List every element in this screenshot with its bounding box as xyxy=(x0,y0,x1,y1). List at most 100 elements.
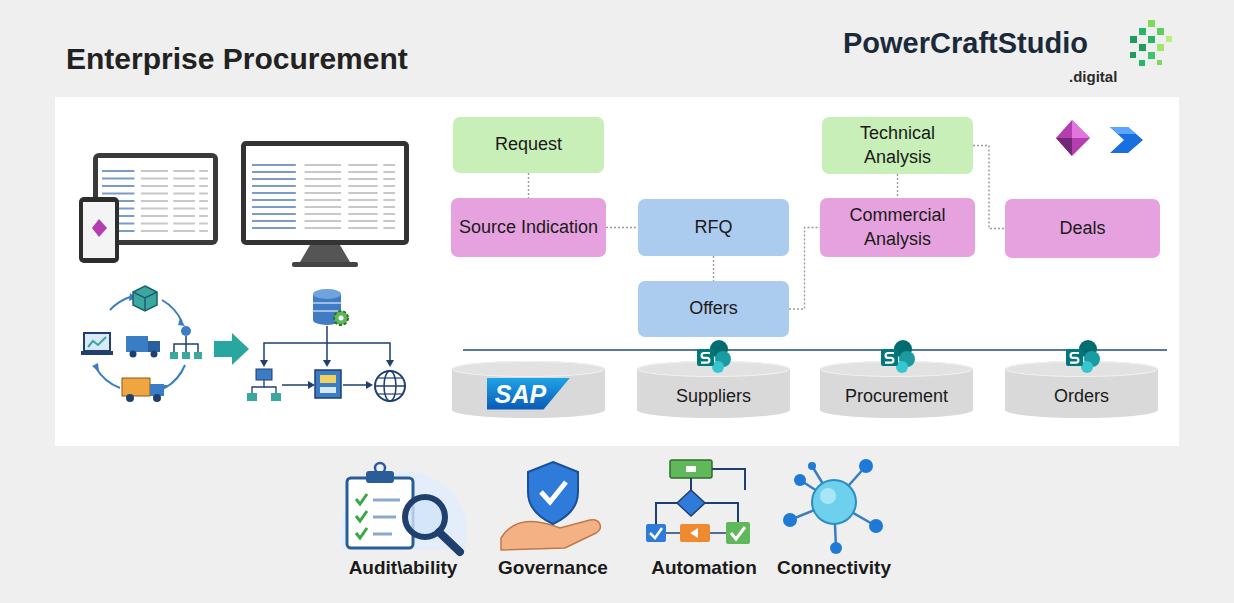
tablet xyxy=(83,202,115,258)
database-cylinder: Procurement xyxy=(820,361,973,418)
sharepoint-icon xyxy=(697,349,714,366)
supply-cycle xyxy=(126,394,134,402)
supply-cycle xyxy=(133,292,157,298)
data-flow xyxy=(378,393,402,394)
automation-icon xyxy=(731,527,745,539)
sharepoint-icon xyxy=(1081,361,1093,373)
automation-icon xyxy=(690,528,698,538)
screen-row xyxy=(141,170,168,172)
monitor xyxy=(292,262,358,267)
screen-row xyxy=(141,178,168,180)
data-flow xyxy=(320,375,336,383)
automation-icon xyxy=(705,503,738,524)
data-flow xyxy=(252,380,264,393)
sharepoint-icon xyxy=(899,351,915,367)
screen-row xyxy=(141,230,168,232)
supply-cycle xyxy=(81,351,113,355)
node-text: RFQ xyxy=(695,216,733,239)
process-box: Technical Analysis xyxy=(822,117,973,174)
screen-row xyxy=(348,185,377,187)
screen-row xyxy=(383,192,395,194)
supply-cycle xyxy=(96,368,120,388)
supply-cycle xyxy=(81,286,202,402)
data-flow xyxy=(247,393,257,401)
monitor xyxy=(252,164,395,229)
data-flow xyxy=(247,289,405,401)
supply-cycle xyxy=(151,351,158,358)
screen-row xyxy=(141,223,168,225)
automation-icon xyxy=(646,524,666,542)
screen-row xyxy=(199,178,208,180)
database-cylinder: SAP xyxy=(452,361,605,418)
audit-icon xyxy=(356,528,367,538)
cylinder-top xyxy=(453,362,605,377)
data-flow xyxy=(264,343,390,362)
process-box: Commercial Analysis xyxy=(820,198,975,257)
data-flow xyxy=(366,381,373,389)
logo-pixels xyxy=(1157,44,1164,51)
sharepoint-icon xyxy=(896,361,908,373)
screen-row xyxy=(383,199,395,201)
audit-icon xyxy=(356,511,367,521)
sharepoint-icon xyxy=(1066,340,1100,373)
node-text: Suppliers xyxy=(676,386,751,407)
power-automate-icon xyxy=(1110,127,1136,134)
brand-suffix: .digital xyxy=(1069,68,1117,85)
screen-row xyxy=(348,227,377,229)
connectivity-icon xyxy=(783,459,883,554)
automation-icon xyxy=(677,490,705,516)
screen-row xyxy=(199,208,208,210)
screen-row xyxy=(199,170,208,172)
screen-row xyxy=(199,193,208,195)
monitor xyxy=(241,141,409,245)
power-apps-icon xyxy=(1056,120,1090,156)
screen-row xyxy=(305,206,342,208)
supply-cycle xyxy=(178,318,185,326)
data-flow xyxy=(334,311,348,325)
logo-pixels xyxy=(1148,20,1155,27)
audit-icon xyxy=(373,499,400,502)
cylinder-body xyxy=(820,361,973,418)
cylinder-top xyxy=(1006,362,1158,377)
screen-row xyxy=(383,213,395,215)
tablet xyxy=(79,197,119,263)
screen-row xyxy=(173,215,195,217)
automation-icon xyxy=(690,478,692,490)
data-flow xyxy=(308,381,315,389)
connectivity-icon xyxy=(783,513,797,527)
screen-row xyxy=(102,170,134,172)
screen-row xyxy=(305,171,342,173)
screen-row xyxy=(141,185,168,187)
monitor xyxy=(300,245,350,262)
screen-row xyxy=(141,208,168,210)
node-text: Request xyxy=(495,133,562,156)
automation-icon xyxy=(650,528,662,538)
process-box: Request xyxy=(453,117,604,173)
process-box: Deals xyxy=(1005,199,1160,258)
supply-cycle xyxy=(92,363,99,372)
dotted-connector xyxy=(713,256,714,281)
sharepoint-icon xyxy=(881,349,898,366)
cylinder-body xyxy=(452,361,605,418)
data-flow xyxy=(313,303,341,304)
sharepoint-icon xyxy=(701,353,710,363)
sharepoint-icon xyxy=(710,340,728,358)
screen-row xyxy=(305,192,342,194)
logo-pixels xyxy=(1139,44,1146,51)
screen-row xyxy=(252,213,296,215)
screen-row xyxy=(199,223,208,225)
screen-row xyxy=(199,200,208,202)
screen-row xyxy=(348,220,377,222)
connectivity-icon xyxy=(859,459,873,473)
automation-icon xyxy=(726,522,750,544)
audit-icon xyxy=(375,463,385,473)
node-text: Commercial Analysis xyxy=(840,204,955,250)
audit-icon xyxy=(356,494,367,504)
power-automate-icon xyxy=(1110,127,1143,153)
screen-row xyxy=(305,220,342,222)
logo-pixels xyxy=(1139,28,1146,35)
flow-arrow xyxy=(214,333,249,365)
screen-row xyxy=(348,164,377,166)
connectivity-icon xyxy=(812,480,856,524)
